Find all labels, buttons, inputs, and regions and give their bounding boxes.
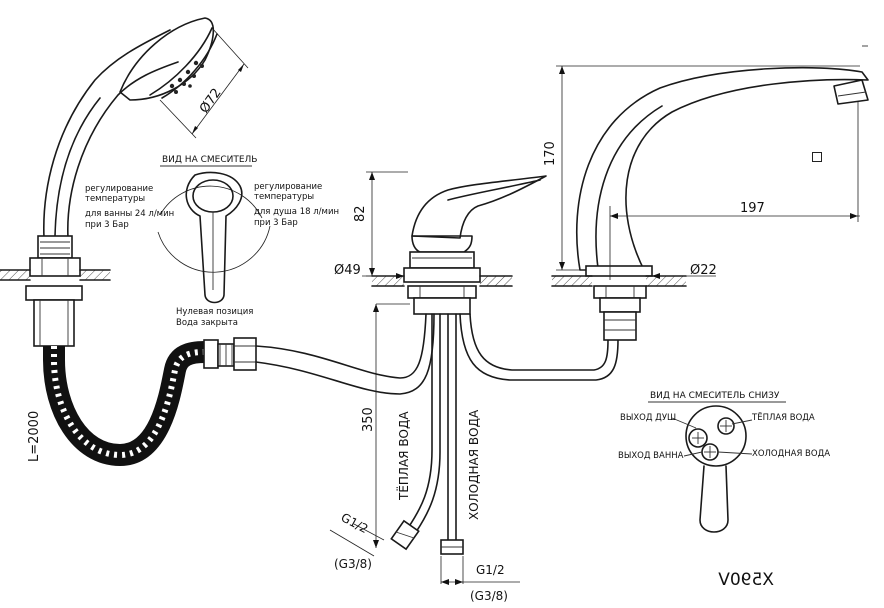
bottom-view-title: ВИД НА СМЕСИТЕЛЬ СНИЗУ	[650, 391, 780, 401]
label-outlet-shower: ВЫХОД ДУШ	[620, 413, 676, 423]
pipe-label-warm: ТЁПЛАЯ ВОДА	[396, 411, 411, 501]
svg-text:температуры: температуры	[254, 192, 314, 202]
dim-82-group: 82	[353, 171, 408, 277]
zero-position-note: Нулевая позиция Вода закрыта	[176, 307, 253, 328]
bath-outlet-pipe	[459, 313, 619, 381]
hose-connector	[203, 337, 257, 371]
svg-text:для ванны 24 л/мин: для ванны 24 л/мин	[85, 209, 174, 219]
thread-right: G1/2 (G3/8)	[441, 563, 520, 603]
svg-text:при 3 Бар: при 3 Бар	[85, 220, 129, 230]
dim-d22: Ø22	[690, 263, 717, 278]
spray-holes	[169, 60, 204, 94]
dim-h350: 350	[361, 407, 376, 432]
top-view: ВИД НА СМЕСИТЕЛЬ регулирование температу…	[85, 155, 339, 328]
label-outlet-bath: ВЫХОД ВАННА	[618, 451, 684, 461]
svg-text:при 3 Бар: при 3 Бар	[254, 218, 298, 228]
dim-d49: Ø49	[334, 263, 361, 278]
dim-d22-group: Ø22	[652, 263, 717, 279]
hand-shower: Ø72	[0, 17, 249, 347]
corner-checkbox[interactable]	[812, 152, 822, 162]
bottom-view: ВИД НА СМЕСИТЕЛЬ СНИЗУ ВЫХОД ДУШ ВЫХОД В…	[618, 391, 830, 533]
dim-197-group: 197	[609, 102, 860, 280]
svg-text:температуры: температуры	[85, 194, 145, 204]
label-warm-water: ТЁПЛАЯ ВОДА	[751, 412, 815, 423]
model-code: X590V	[718, 570, 774, 590]
svg-text:для душа 18 л/мин: для душа 18 л/мин	[254, 207, 339, 217]
dim-d49-group: Ø49	[334, 263, 404, 279]
pipe-label-cold: ХОЛОДНАЯ ВОДА	[467, 409, 481, 520]
thread-g12-left: G1/2	[339, 510, 371, 536]
top-view-title: ВИД НА СМЕСИТЕЛЬ	[162, 155, 257, 165]
dim-h82: 82	[353, 205, 368, 222]
svg-text:Вода закрыта: Вода закрыта	[176, 318, 238, 328]
top-left-note: регулирование температуры для ванны 24 л…	[85, 184, 174, 230]
bath-spout	[551, 66, 869, 341]
dim-w197: 197	[740, 201, 765, 216]
svg-text:Нулевая позиция: Нулевая позиция	[176, 307, 253, 317]
dim-hose-length: L=2000	[27, 411, 42, 462]
dim-350-group: 350	[361, 303, 410, 548]
dim-h170: 170	[543, 141, 558, 166]
svg-text:регулирование: регулирование	[254, 182, 322, 192]
dim-d72: Ø72	[197, 86, 225, 117]
flexible-hose	[43, 341, 206, 467]
mixer-body	[371, 175, 547, 315]
thread-g12-right: G1/2	[476, 563, 505, 577]
thread-g38-right: (G3/8)	[470, 589, 508, 603]
shower-outlet-pipe	[255, 313, 435, 395]
top-right-note: регулирование температуры для душа 18 л/…	[254, 182, 339, 228]
label-cold-water: ХОЛОДНАЯ ВОДА	[752, 449, 830, 459]
supply-pipes	[390, 313, 464, 584]
svg-text:регулирование: регулирование	[85, 184, 153, 194]
dim-170-group: 170	[543, 65, 860, 271]
thread-g38-left: (G3/8)	[334, 557, 372, 571]
